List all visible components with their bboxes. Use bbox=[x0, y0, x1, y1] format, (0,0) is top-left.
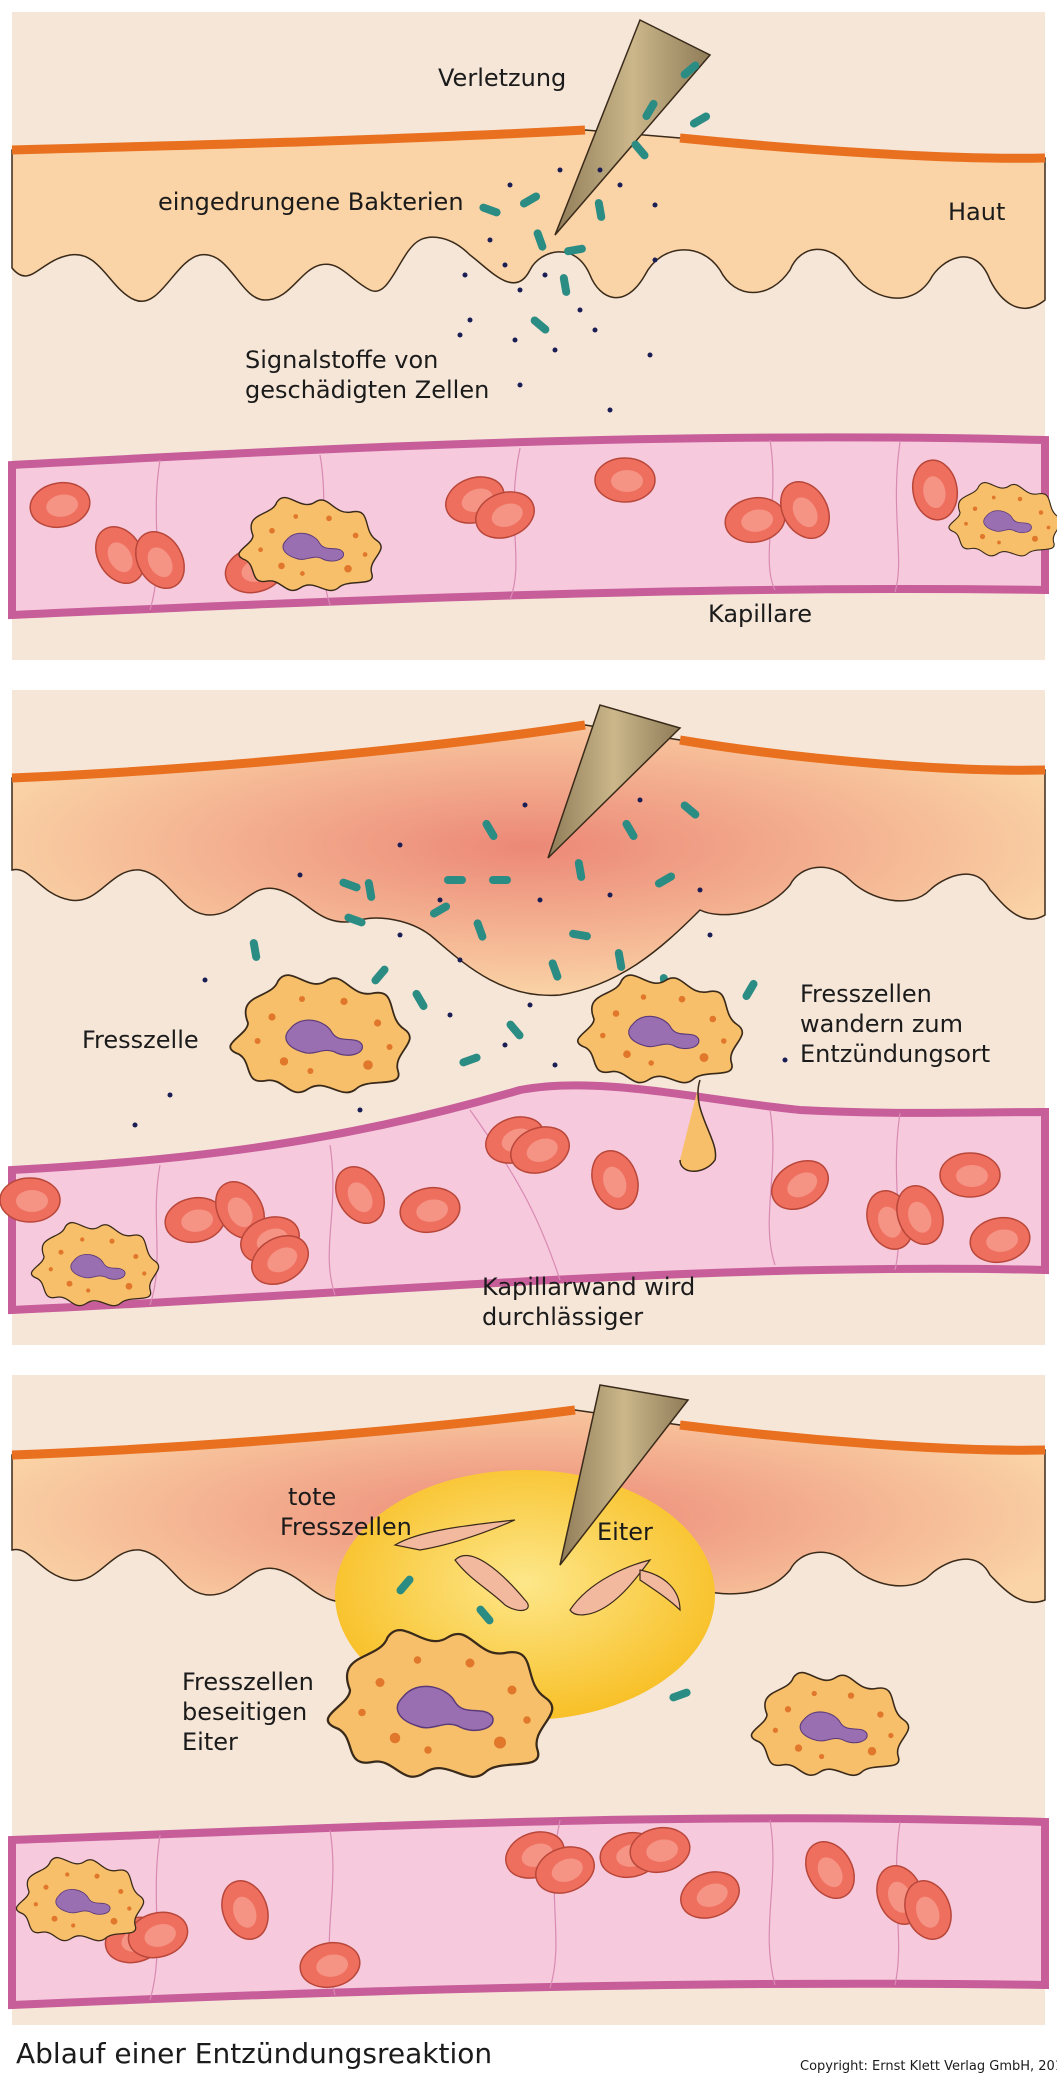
label-bacteria: eingedrungene Bakterien bbox=[158, 188, 464, 216]
label-wall-1: Kapillarwand wird bbox=[482, 1273, 695, 1301]
capillary bbox=[7, 1814, 1049, 2010]
label-signal-1: Signalstoffe von bbox=[245, 346, 438, 374]
label-capillary: Kapillare bbox=[708, 600, 812, 628]
label-pus: Eiter bbox=[597, 1518, 653, 1546]
label-migrate-3: Entzündungsort bbox=[800, 1040, 990, 1068]
label-phagocyte: Fresszelle bbox=[82, 1026, 199, 1054]
label-migrate-1: Fresszellen bbox=[800, 980, 932, 1008]
label-skin: Haut bbox=[948, 198, 1005, 226]
label-injury: Verletzung bbox=[438, 64, 566, 92]
label-remove-3: Eiter bbox=[182, 1728, 238, 1756]
epidermis-edge bbox=[11, 720, 1046, 783]
label-signal-2: geschädigten Zellen bbox=[245, 376, 489, 404]
figure-title: Ablauf einer Entzündungsreaktion bbox=[16, 2037, 492, 2070]
label-remove-2: beseitigen bbox=[182, 1698, 307, 1726]
phagocyte-passing-wall bbox=[679, 1079, 717, 1172]
label-migrate-2: wandern zum bbox=[800, 1010, 963, 1038]
label-dead-1: tote bbox=[288, 1483, 336, 1511]
needle-icon bbox=[547, 704, 682, 859]
label-remove-1: Fresszellen bbox=[182, 1668, 314, 1696]
epidermis-edge bbox=[11, 125, 1046, 163]
label-wall-2: durchlässiger bbox=[482, 1303, 643, 1331]
epidermis-edge bbox=[11, 1405, 1046, 1460]
dead-phagocytes bbox=[393, 1519, 681, 1616]
panel-2: Fresszelle Fresszellen wandern zum Entzü… bbox=[0, 690, 1049, 1345]
panel-1: Verletzung eingedrungene Bakterien Haut … bbox=[7, 12, 1057, 660]
needle-icon bbox=[559, 1384, 690, 1566]
panel-3: tote Fresszellen Eiter Fresszellen besei… bbox=[7, 1375, 1049, 2025]
copyright-note: Copyright: Ernst Klett Verlag GmbH, 2015 bbox=[800, 2059, 1057, 2074]
label-dead-2: Fresszellen bbox=[280, 1513, 412, 1541]
signal-dots bbox=[457, 167, 658, 413]
